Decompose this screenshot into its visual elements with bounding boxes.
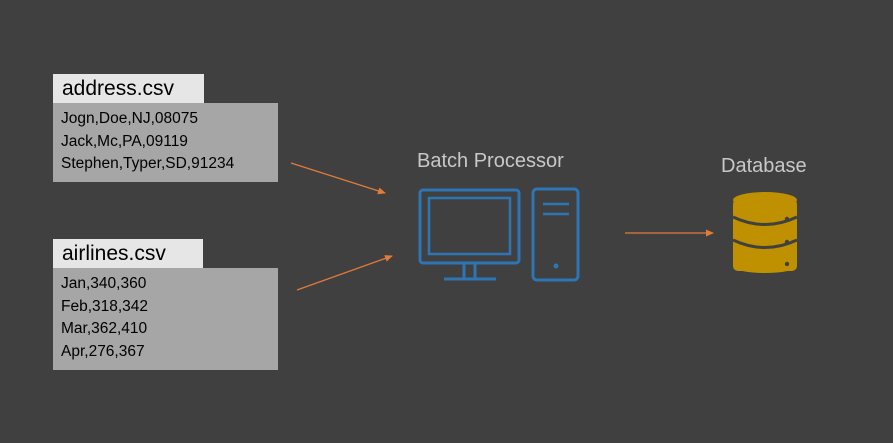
file-name: airlines.csv bbox=[53, 239, 203, 269]
file-row: Stephen,Typer,SD,91234 bbox=[61, 155, 235, 172]
file-row: Jogn,Doe,NJ,08075 bbox=[61, 110, 199, 127]
file-contents: Jogn,Doe,NJ,08075 Jack,Mc,PA,09119 Steph… bbox=[53, 103, 278, 182]
desktop-computer-icon bbox=[418, 187, 580, 282]
file-row: Mar,362,410 bbox=[61, 320, 148, 337]
processor-label: Batch Processor bbox=[417, 150, 564, 172]
database-dot-1 bbox=[784, 216, 790, 222]
file-row: Jack,Mc,PA,09119 bbox=[61, 132, 188, 150]
arrow-address-to-processor bbox=[290, 162, 386, 195]
database-band-2 bbox=[732, 238, 798, 249]
database-band-1 bbox=[732, 215, 798, 226]
tower-case bbox=[531, 187, 580, 282]
database-bottom bbox=[733, 259, 797, 273]
file-name: address.csv bbox=[53, 74, 204, 104]
file-row: Feb,318,342 bbox=[61, 297, 149, 315]
file-row: Jan,340,360 bbox=[61, 275, 147, 292]
database-label: Database bbox=[721, 155, 807, 177]
database-dot-2 bbox=[784, 239, 790, 245]
database-top bbox=[733, 192, 797, 208]
monitor-screen bbox=[427, 196, 512, 256]
database-dot-3 bbox=[784, 261, 790, 267]
file-row: Apr,276,367 bbox=[61, 342, 145, 360]
database-body bbox=[733, 199, 797, 271]
monitor-outer bbox=[418, 188, 521, 265]
file-contents: Jan,340,360 Feb,318,342 Mar,362,410 Apr,… bbox=[53, 268, 278, 370]
arrow-airlines-to-processor bbox=[296, 255, 393, 291]
tower-power-led bbox=[553, 263, 559, 269]
database-icon bbox=[732, 192, 798, 273]
